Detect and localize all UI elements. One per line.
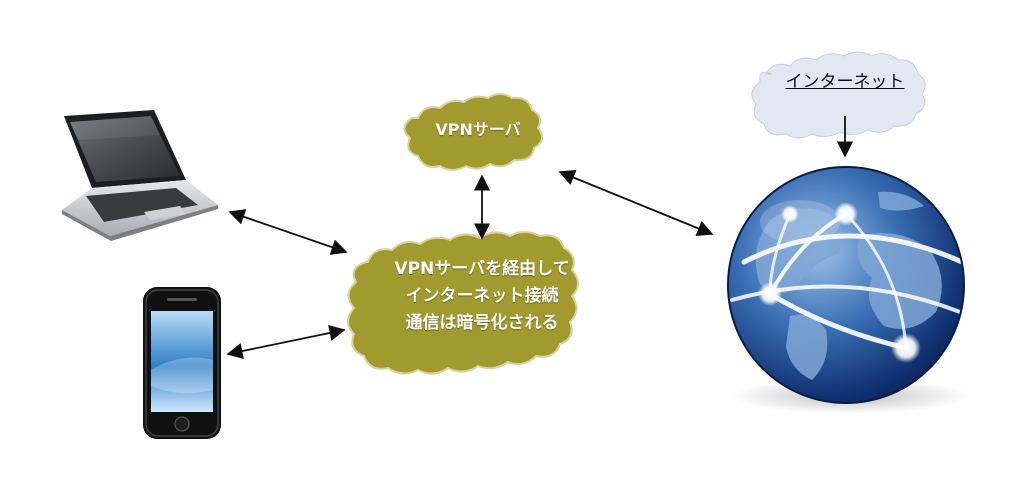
arrow-phone-center [226, 325, 346, 359]
smartphone-icon [143, 287, 221, 439]
arrow-vpn-globe [558, 170, 714, 236]
vpn-server-label: VPNサーバ [435, 120, 521, 139]
center-line-2: インターネット接続 [405, 286, 559, 306]
center-bubble-text: VPNサーバを経由して インターネット接続 通信は暗号化される [362, 256, 602, 337]
internet-bubble [751, 51, 926, 139]
center-line-3: 通信は暗号化される [405, 313, 559, 333]
arrow-laptop-center [228, 209, 348, 255]
center-line-1: VPNサーバを経由して [394, 259, 570, 279]
laptop-icon [62, 110, 218, 241]
center-bubble [347, 231, 579, 375]
globe-network-icon [727, 166, 965, 404]
vpn-server-bubble [403, 93, 544, 171]
internet-label: インターネット [785, 72, 905, 92]
